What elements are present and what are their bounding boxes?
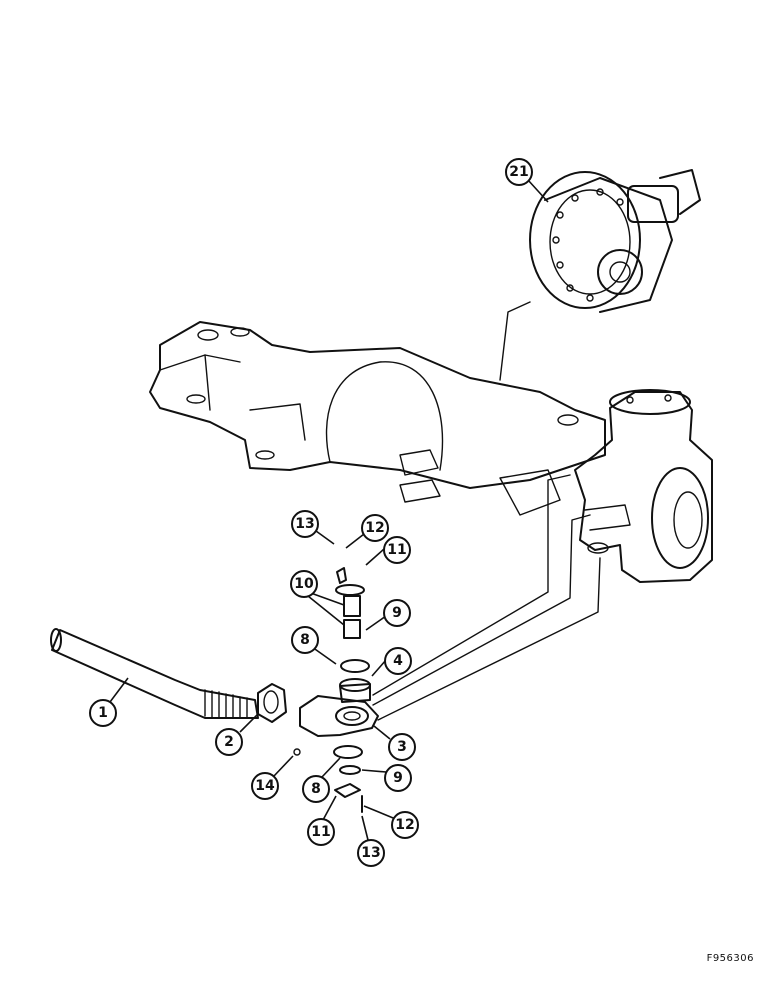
reference-lines: [372, 301, 601, 721]
callout-leaders: [109, 179, 549, 841]
callout-1: 1: [89, 699, 117, 727]
callout-2: 2: [215, 728, 243, 756]
callout-9-lower: 9: [384, 764, 412, 792]
callout-label: 3: [397, 739, 407, 755]
callout-3: 3: [388, 733, 416, 761]
callout-13-upper: 13: [291, 510, 319, 538]
callout-14: 14: [251, 772, 279, 800]
callout-12-lower: 12: [391, 811, 419, 839]
callout-11-lower: 11: [307, 818, 335, 846]
callout-label: 11: [387, 542, 406, 558]
callout-9-upper: 9: [383, 599, 411, 627]
upper-hardware-stack: [335, 567, 371, 703]
callout-label: 13: [295, 516, 314, 532]
callout-4: 4: [384, 647, 412, 675]
callout-13-lower: 13: [357, 839, 385, 867]
callout-label: 11: [311, 824, 330, 840]
nut: [257, 683, 287, 723]
callout-label: 12: [365, 520, 384, 536]
tie-rod-end: [299, 695, 379, 737]
callout-8-upper: 8: [291, 626, 319, 654]
callout-label: 14: [255, 778, 275, 794]
callout-21: 21: [505, 158, 533, 186]
callout-label: 1: [98, 705, 108, 721]
differential-assembly: [529, 169, 701, 313]
callout-label: 9: [392, 605, 402, 621]
callout-label: 8: [300, 632, 310, 648]
lower-hardware-stack: [293, 745, 363, 813]
callout-label: 9: [393, 770, 403, 786]
callout-label: 12: [395, 817, 414, 833]
callout-label: 21: [509, 164, 528, 180]
axle-housing: [149, 321, 606, 516]
tie-rod: [50, 628, 259, 719]
callout-11-upper: 11: [383, 536, 411, 564]
callout-10: 10: [290, 570, 318, 598]
callout-label: 4: [393, 653, 403, 669]
callout-8-lower: 8: [302, 775, 330, 803]
callout-12-upper: 12: [361, 514, 389, 542]
steering-knuckle: [574, 389, 713, 583]
callout-label: 10: [294, 576, 314, 592]
figure-code: F956306: [706, 953, 754, 964]
callout-label: 13: [361, 845, 380, 861]
callout-label: 8: [311, 781, 321, 797]
callout-label: 2: [224, 734, 234, 750]
